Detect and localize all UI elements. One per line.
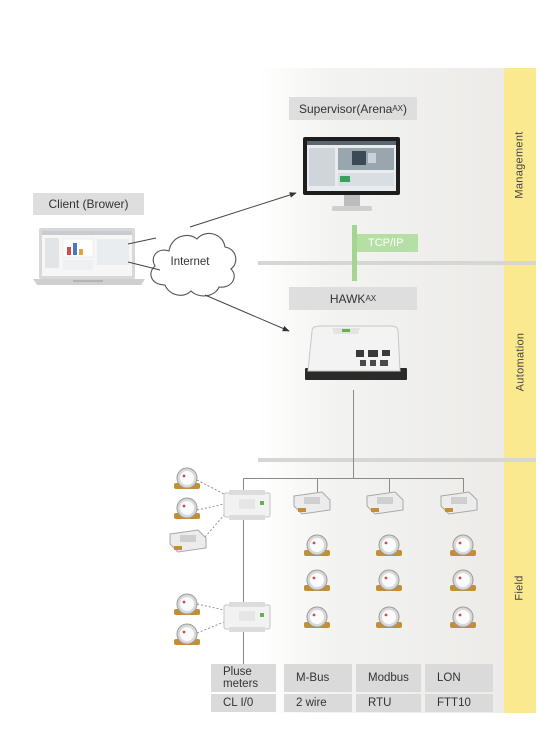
water-meter-icon: [450, 606, 476, 628]
hawk-controller-icon: [305, 325, 407, 380]
water-meter-icon: [376, 534, 402, 556]
protocol-cell-pulse: Pluse meters: [211, 664, 276, 692]
protocol-sub-cell-modbus: RTU: [356, 694, 421, 712]
protocol-sub-cell-lon: FTT10: [425, 694, 493, 712]
lon-drop: [463, 478, 464, 492]
protocol-cell-modbus: Modbus: [356, 664, 421, 692]
water-meter-icon: [376, 569, 402, 591]
water-meter-icon: [174, 467, 200, 489]
field-bus-trunk: [353, 390, 354, 478]
mbus-drop: [317, 478, 318, 492]
pulse-module-icon: [223, 490, 271, 520]
field-bus-line: [243, 478, 464, 479]
water-meter-icon: [174, 593, 200, 615]
zone-divider-management: [258, 261, 536, 265]
client-label: Client (Brower): [33, 193, 144, 215]
water-meter-icon: [174, 497, 200, 519]
internet-label: Internet: [170, 256, 210, 268]
water-meter-icon: [450, 534, 476, 556]
heat-meter-icon: [366, 491, 404, 515]
protocol-sub-cell-pulse: CL I/0: [211, 694, 276, 712]
heat-meter-icon: [169, 529, 207, 553]
water-meter-icon: [304, 534, 330, 556]
protocol-sub-cell-mbus: 2 wire: [284, 694, 352, 712]
pulse-bus-drop: [243, 478, 244, 664]
heat-meter-icon: [293, 491, 331, 515]
management-band: [504, 68, 536, 261]
water-meter-icon: [376, 606, 402, 628]
heat-meter-icon: [440, 491, 478, 515]
automation-band: [504, 265, 536, 458]
field-band: [504, 462, 536, 713]
water-meter-icon: [450, 569, 476, 591]
tcp-ip-label: TCP/IP: [357, 234, 418, 252]
water-meter-icon: [304, 606, 330, 628]
pulse-module-icon: [223, 602, 271, 632]
tcp-ip-link: [352, 225, 357, 281]
protocol-cell-mbus: M-Bus: [284, 664, 352, 692]
water-meter-icon: [304, 569, 330, 591]
monitor-icon: [303, 137, 400, 211]
laptop-icon: [33, 228, 145, 285]
water-meter-icon: [174, 623, 200, 645]
internet-cloud-icon: [150, 232, 237, 297]
modbus-drop: [389, 478, 390, 492]
protocol-cell-lon: LON: [425, 664, 493, 692]
zone-divider-automation: [258, 458, 536, 462]
